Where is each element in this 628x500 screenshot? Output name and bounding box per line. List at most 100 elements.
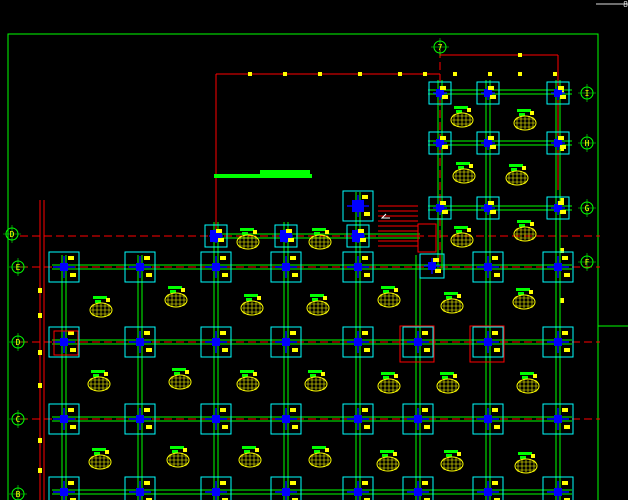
column-symbol-icon [124,476,156,500]
column-symbol-icon [419,253,445,279]
footing-symbol-icon [376,450,400,472]
column-symbol-icon [472,476,504,500]
footing-symbol-icon [436,372,460,394]
dimension-tick [38,350,42,355]
axis-bubble-icon: D [9,333,27,351]
column-symbol-icon [48,251,80,283]
dimension-tick [518,72,522,76]
column-symbol-icon [200,251,232,283]
footing-symbol-icon [440,292,464,314]
column-symbol-icon [542,251,574,283]
column-symbol-icon [270,403,302,435]
axis-bubble-label: C [16,415,21,424]
footing-symbol-icon [452,162,476,184]
footing-symbol-icon [236,228,260,250]
column-symbol-icon [476,196,500,220]
column-symbol-icon [270,326,302,358]
dimension-tick [453,72,457,76]
column-symbol-icon [270,476,302,500]
column-symbol-icon [342,326,374,358]
column-symbol-icon [48,403,80,435]
axis-bubbles: D E D C B I H G F 7 [3,38,596,500]
column-symbol-icon [546,81,570,105]
footing-symbol-icon [168,368,192,390]
dimension-tick [560,198,564,203]
dimension-tick [488,72,492,76]
footing-symbol-icon [89,296,113,318]
footing-symbol-icon [164,286,188,308]
column-symbol-icon [274,224,298,248]
dimension-tick [560,248,564,253]
footing-symbol-icon [505,164,529,186]
footing-symbol-icon [240,294,264,316]
dimension-tick [560,298,564,303]
footing-symbol-icon [513,109,537,131]
column-symbols [48,81,574,500]
footing-symbol-icon [166,446,190,468]
footing-symbol-icon [236,370,260,392]
dimension-tick [248,72,252,76]
axis-bubble-label: D [16,338,21,347]
footing-symbol-icon [377,372,401,394]
column-symbol-icon [472,251,504,283]
axis-bubble-icon: D [3,225,21,243]
dimension-tick [423,72,427,76]
column-symbol-icon [48,476,80,500]
axis-bubble-label: 7 [438,43,443,52]
dimension-tick [38,468,42,473]
column-symbol-icon [476,81,500,105]
axis-bubble-icon: 7 [431,38,449,56]
footing-symbol-icon [87,370,111,392]
column-symbol-icon [200,476,232,500]
column-symbol-icon [402,326,434,358]
dimension-tick [38,383,42,388]
footing-symbols [87,106,540,474]
axis-bubble-icon: F [578,253,596,271]
axis-bubble-label: F [585,258,590,267]
column-symbol-icon [402,476,434,500]
label-bar [214,174,312,178]
stair-symbol-icon [214,170,437,253]
footing-symbol-icon [450,226,474,248]
footing-symbol-icon [308,446,332,468]
axis-bubble-icon: C [9,410,27,428]
column-symbol-icon [342,190,374,222]
footing-symbol-icon [450,106,474,128]
label-bar [260,170,310,174]
column-symbol-icon [428,196,452,220]
axis-bubble-icon: E [9,258,27,276]
footing-symbol-icon [304,370,328,392]
axis-bubble-label: I [585,89,590,98]
footing-symbol-icon [516,372,540,394]
dimension-tick [283,72,287,76]
dimension-tick [38,288,42,293]
column-symbol-icon [342,251,374,283]
column-symbol-icon [204,224,228,248]
footing-symbol-icon [377,286,401,308]
dimension-tick [398,72,402,76]
column-symbol-icon [200,326,232,358]
column-symbol-icon [472,403,504,435]
column-symbol-icon [124,251,156,283]
axis-bubble-label: B [16,490,21,499]
dimension-tick [553,72,557,76]
axis-bubble-label: H [585,139,590,148]
axis-bubble-label: D [10,230,15,239]
column-symbol-icon [200,403,232,435]
column-symbol-icon [542,403,574,435]
highlight-box [469,325,505,363]
column-symbol-icon [546,196,570,220]
column-symbol-icon [124,326,156,358]
column-symbol-icon [428,81,452,105]
column-symbol-icon [476,131,500,155]
corner-mark: 8 [623,0,628,9]
dimension-tick [358,72,362,76]
highlight-box [53,330,79,356]
dimension-tick [518,53,522,57]
footing-symbol-icon [308,228,332,250]
column-symbol-icon [546,131,570,155]
highlight-box [399,325,435,363]
column-symbol-icon [48,326,80,358]
axis-bubble-label: G [585,204,590,213]
